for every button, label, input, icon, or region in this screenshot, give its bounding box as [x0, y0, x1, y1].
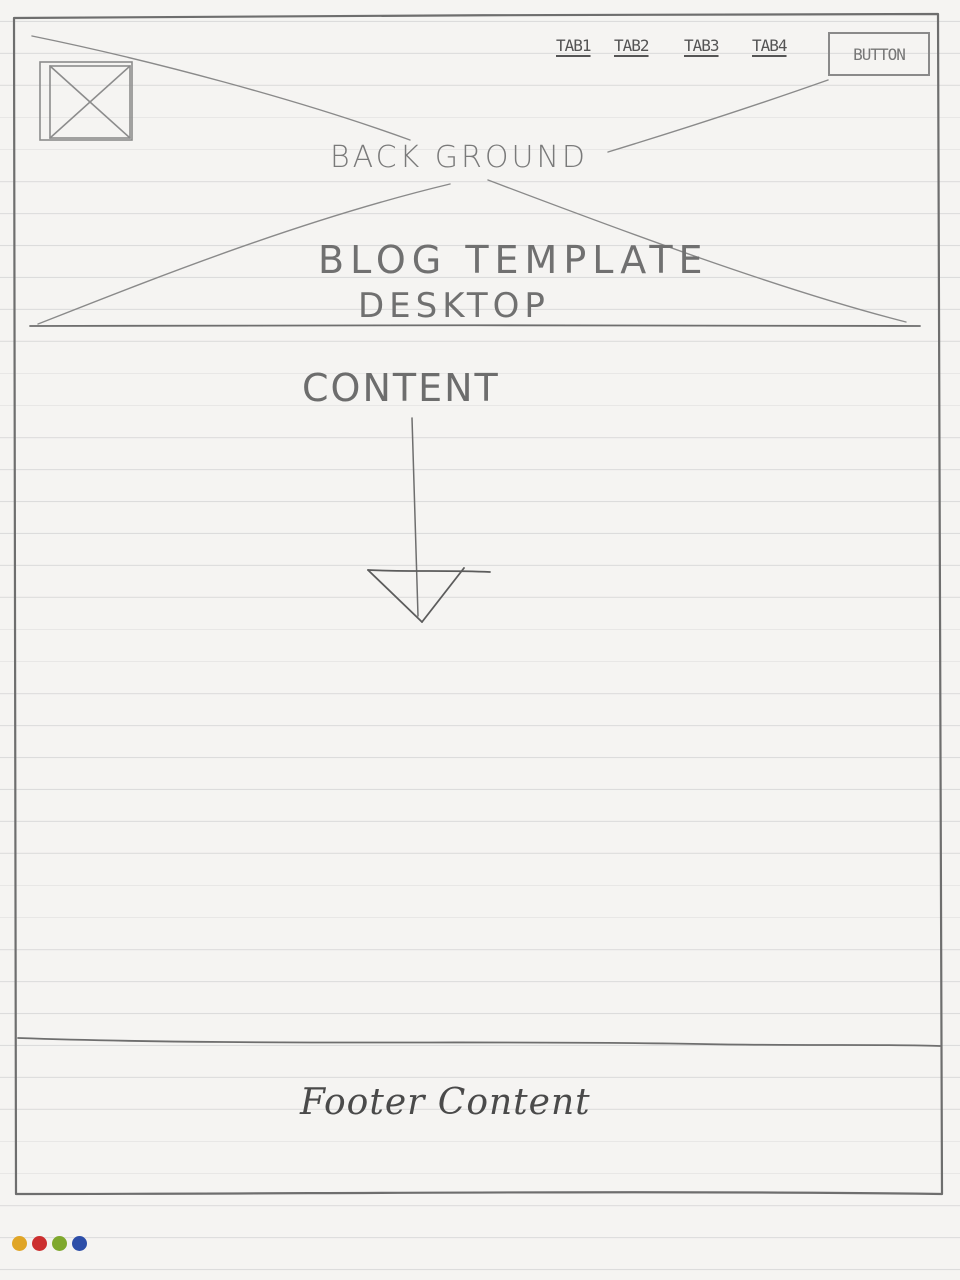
dot-red	[32, 1236, 47, 1251]
background-label: BACK GROUND	[330, 140, 588, 175]
dot-blue	[72, 1236, 87, 1251]
tab-3[interactable]: TAB3	[684, 36, 720, 55]
hero-cross-line-3	[37, 183, 451, 325]
tab-4[interactable]: TAB4	[752, 36, 788, 55]
content-label: CONTENT	[302, 366, 500, 410]
arrow-shaft	[411, 417, 419, 617]
image-placeholder-icon	[39, 61, 133, 141]
tab-1[interactable]: TAB1	[556, 36, 592, 55]
hero-cross-line-4	[487, 179, 907, 323]
footer-divider	[17, 1037, 941, 1047]
page-title: BLOG TEMPLATE	[318, 238, 709, 282]
down-arrow-icon	[367, 567, 491, 623]
outer-frame	[12, 12, 944, 1196]
footer-content: Footer Content	[300, 1082, 591, 1123]
tab-2[interactable]: TAB2	[614, 36, 650, 55]
dot-green	[52, 1236, 67, 1251]
brand-dots	[12, 1236, 87, 1251]
hero-divider	[29, 324, 921, 327]
page-subtitle: DESKTOP	[358, 286, 550, 326]
hero-cross-line-1	[31, 35, 411, 141]
header-button[interactable]: BUTTON	[828, 32, 930, 76]
hero-cross-line-2	[607, 79, 829, 153]
dot-yellow	[12, 1236, 27, 1251]
